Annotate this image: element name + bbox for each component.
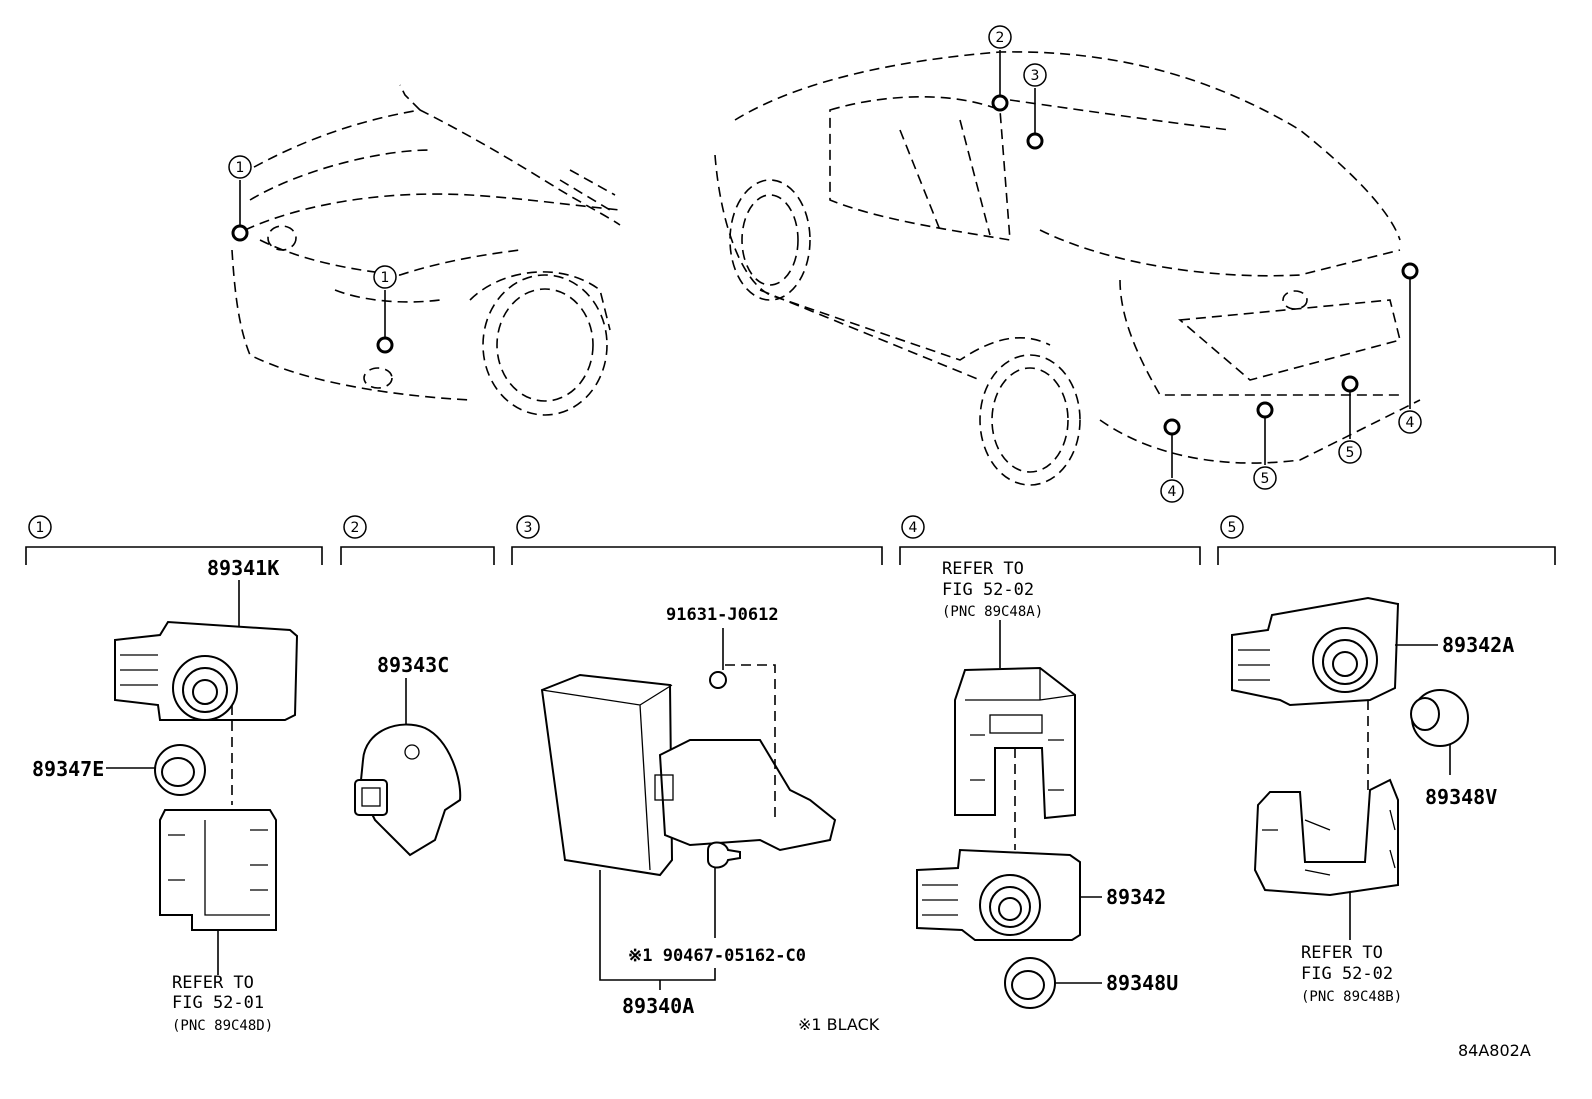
svg-text:2: 2 bbox=[996, 30, 1005, 46]
section-header-4: 4 bbox=[899, 515, 1201, 565]
svg-text:FIG 52-02: FIG 52-02 bbox=[1301, 964, 1393, 984]
bezel-89348u-drawing bbox=[1004, 957, 1102, 1009]
svg-text:4: 4 bbox=[909, 520, 918, 536]
ecu-89340a-drawing bbox=[540, 628, 837, 990]
callout-leaders bbox=[239, 50, 1411, 478]
refer-label-section5: REFER TO FIG 52-02 (PNC 89C48B) bbox=[1301, 943, 1402, 1005]
section-header-5: 5 bbox=[1217, 515, 1556, 565]
part-label-89348u[interactable]: 89348U bbox=[1106, 971, 1178, 995]
retainer-section5-drawing bbox=[1253, 700, 1399, 940]
diagram-code: 84A802A bbox=[1458, 1041, 1531, 1060]
svg-text:3: 3 bbox=[524, 520, 533, 536]
part-label-91631-j0612[interactable]: 91631-J0612 bbox=[666, 605, 779, 625]
svg-text:2: 2 bbox=[351, 520, 360, 536]
car-callout-3: 3 bbox=[1023, 63, 1047, 87]
svg-text:(PNC 89C48A): (PNC 89C48A) bbox=[942, 604, 1043, 620]
sensor-89342-drawing bbox=[916, 848, 1102, 941]
car-callout-4a: 4 bbox=[1160, 479, 1184, 503]
svg-text:FIG 52-02: FIG 52-02 bbox=[942, 580, 1034, 600]
section-header-3: 3 bbox=[511, 515, 883, 565]
refer-label-section4: REFER TO FIG 52-02 (PNC 89C48A) bbox=[942, 559, 1043, 620]
car-callout-2: 2 bbox=[988, 25, 1012, 49]
car-callout-5b: 5 bbox=[1338, 440, 1362, 464]
part-label-89342[interactable]: 89342 bbox=[1106, 885, 1166, 909]
car-callout-1a: 1 bbox=[228, 155, 252, 179]
footnote-black: ※1 BLACK bbox=[798, 1015, 880, 1034]
sensor-location-markers bbox=[231, 94, 1419, 436]
svg-text:1: 1 bbox=[36, 520, 45, 536]
part-label-90467-05162-c0[interactable]: ※1 90467-05162-C0 bbox=[628, 946, 806, 966]
sensor-89343c-drawing bbox=[354, 678, 462, 857]
svg-text:REFER TO: REFER TO bbox=[942, 559, 1024, 579]
svg-text:(PNC 89C48B): (PNC 89C48B) bbox=[1301, 989, 1402, 1005]
svg-text:4: 4 bbox=[1406, 415, 1415, 431]
retainer-section4-drawing bbox=[954, 620, 1076, 850]
bezel-89348v-drawing bbox=[1410, 689, 1469, 775]
svg-text:4: 4 bbox=[1168, 484, 1177, 500]
svg-text:1: 1 bbox=[236, 160, 245, 176]
rear-car-illustration bbox=[714, 51, 1421, 486]
part-label-89340a[interactable]: 89340A bbox=[622, 994, 694, 1018]
svg-text:REFER TO: REFER TO bbox=[172, 973, 254, 993]
svg-text:5: 5 bbox=[1228, 520, 1237, 536]
section-header-1: 1 bbox=[25, 515, 323, 565]
svg-text:1: 1 bbox=[381, 270, 390, 286]
part-label-89342a[interactable]: 89342A bbox=[1442, 633, 1514, 657]
svg-text:5: 5 bbox=[1346, 445, 1355, 461]
car-callout-1b: 1 bbox=[373, 265, 397, 289]
section-header-2: 2 bbox=[340, 515, 495, 565]
svg-text:FIG 52-01: FIG 52-01 bbox=[172, 993, 264, 1013]
part-label-89341k[interactable]: 89341K bbox=[207, 556, 279, 580]
svg-text:(PNC 89C48D): (PNC 89C48D) bbox=[172, 1018, 273, 1034]
svg-text:REFER TO: REFER TO bbox=[1301, 943, 1383, 963]
svg-text:3: 3 bbox=[1031, 68, 1040, 84]
front-car-illustration bbox=[231, 84, 621, 416]
car-callout-5a: 5 bbox=[1253, 466, 1277, 490]
bezel-89347e-drawing bbox=[106, 744, 206, 796]
svg-text:5: 5 bbox=[1261, 471, 1270, 487]
refer-label-section1: REFER TO FIG 52-01 (PNC 89C48D) bbox=[172, 973, 273, 1034]
retainer-section1-drawing bbox=[159, 705, 277, 975]
part-label-89347e[interactable]: 89347E bbox=[32, 757, 104, 781]
sensor-89342a-drawing bbox=[1231, 596, 1438, 707]
sensor-89341k-drawing bbox=[114, 580, 299, 721]
part-label-89348v[interactable]: 89348V bbox=[1425, 785, 1497, 809]
part-label-89343c[interactable]: 89343C bbox=[377, 653, 449, 677]
car-callout-4b: 4 bbox=[1398, 410, 1422, 434]
